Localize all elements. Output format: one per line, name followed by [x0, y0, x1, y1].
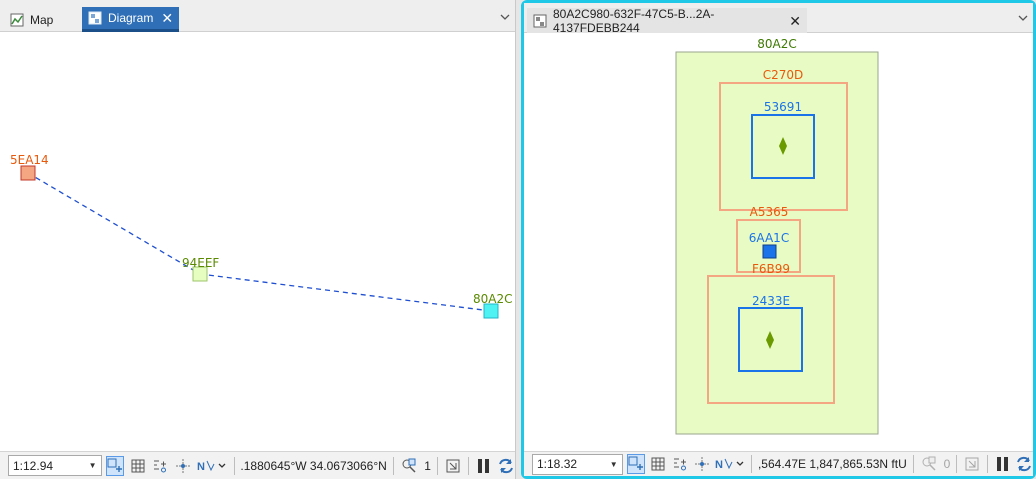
selection-button[interactable] — [400, 456, 419, 476]
tab-diagram-label: Diagram — [108, 11, 154, 25]
separator — [468, 456, 470, 475]
map-icon — [10, 13, 24, 26]
fixed-extent-icon — [446, 459, 460, 472]
node-6aa1c[interactable]: 6AA1C — [749, 231, 789, 259]
grid-button[interactable] — [649, 454, 667, 474]
node-80a2c-label: 80A2C — [473, 292, 513, 306]
tab-diagram[interactable]: Diagram ✕ — [82, 7, 180, 32]
edge-5ea14-94eef[interactable] — [27, 172, 201, 275]
diagram-icon — [533, 14, 547, 27]
chevron-down-icon[interactable] — [498, 10, 512, 24]
right-status-bar: 1:18.32 ▼ — [524, 451, 1033, 476]
navigate-button[interactable] — [626, 454, 645, 474]
container-canvas[interactable]: 80A2C C270D 53691 A5365 6AA1C — [524, 33, 1033, 451]
navigate-button[interactable] — [105, 455, 125, 476]
grid-icon — [131, 459, 145, 472]
constraints-icon — [175, 458, 190, 473]
tab-container-label: 80A2C980-632F-47C5-B...2A-4137FDEBB244 — [553, 6, 715, 35]
node-94eef-label: 94EEF — [182, 256, 219, 270]
separator — [912, 455, 914, 473]
north-arrow-button[interactable]: N — [715, 454, 745, 474]
scale-dropdown[interactable]: 1:12.94 ▼ — [8, 455, 102, 476]
fixed-extent-icon — [965, 457, 979, 471]
container-f6b99-label: F6B99 — [752, 262, 790, 276]
separator — [392, 456, 394, 475]
selection-button[interactable] — [920, 454, 938, 474]
selection-icon — [402, 458, 416, 473]
node-80a2c[interactable]: 80A2C — [473, 292, 513, 319]
refresh-icon — [498, 458, 513, 473]
left-status-bar: 1:12.94 ▼ — [0, 451, 515, 479]
separator — [987, 455, 988, 473]
tab-map-label: Map — [30, 12, 54, 27]
pause-icon[interactable] — [478, 458, 490, 473]
north-arrow-icon: N — [715, 458, 744, 471]
node-5ea14-label: 5EA14 — [10, 153, 49, 167]
fixed-extent-button[interactable] — [444, 456, 463, 476]
chevron-down-icon: ▼ — [88, 461, 97, 470]
diagram-canvas[interactable]: 5EA14 94EEF 80A2C — [0, 33, 515, 451]
separator — [751, 455, 752, 473]
separator — [436, 456, 438, 475]
constraints-button[interactable] — [173, 456, 192, 476]
separator — [956, 455, 958, 473]
scale-dropdown[interactable]: 1:18.32 ▼ — [532, 453, 623, 475]
fixed-extent-button[interactable] — [963, 454, 981, 474]
container-2433e[interactable]: 2433E — [738, 294, 803, 372]
node-94eef[interactable]: 94EEF — [182, 256, 219, 282]
scale-value: 1:12.94 — [13, 458, 54, 473]
diagram-icon — [88, 11, 102, 25]
container-diagram-pane: 80A2C980-632F-47C5-B...2A-4137FDEBB244 ✕… — [521, 0, 1036, 479]
constraints-button[interactable] — [693, 454, 711, 474]
navigate-icon — [628, 456, 643, 470]
snapping-icon — [154, 460, 167, 472]
container-c270d-label: C270D — [763, 68, 804, 82]
container-c270d[interactable]: C270D — [719, 68, 848, 211]
north-arrow-button[interactable]: N — [196, 456, 228, 476]
selected-count: 1 — [424, 458, 431, 473]
selection-icon — [922, 456, 936, 471]
close-icon[interactable]: ✕ — [789, 12, 801, 29]
north-arrow-icon: N — [197, 460, 226, 473]
scale-value: 1:18.32 — [537, 457, 578, 471]
refresh-button[interactable] — [1015, 454, 1033, 474]
edge-94eef-80a2c[interactable] — [199, 273, 492, 312]
container-a5365-label: A5365 — [750, 205, 789, 219]
container-53691[interactable]: 53691 — [751, 100, 815, 179]
container-80a2c-label: 80A2C — [757, 37, 797, 51]
snapping-icon — [673, 458, 686, 471]
grid-button[interactable] — [128, 456, 147, 476]
constraints-icon — [694, 457, 709, 471]
right-tab-bar: 80A2C980-632F-47C5-B...2A-4137FDEBB244 ✕ — [524, 3, 1033, 35]
container-a5365[interactable]: A5365 — [736, 205, 801, 273]
node-6aa1c-label: 6AA1C — [749, 231, 789, 245]
chevron-down-icon: ▼ — [609, 459, 618, 469]
tab-container-diagram[interactable]: 80A2C980-632F-47C5-B...2A-4137FDEBB244 ✕ — [527, 6, 807, 35]
navigate-icon — [107, 458, 122, 472]
svg-text:N: N — [715, 459, 723, 471]
container-53691-label: 53691 — [764, 100, 802, 114]
separator — [233, 456, 235, 475]
chevron-down-icon[interactable] — [1016, 11, 1030, 25]
selected-count: 0 — [943, 457, 951, 471]
snapping-button[interactable] — [151, 456, 170, 476]
refresh-icon — [1017, 456, 1031, 472]
svg-text:N: N — [197, 461, 205, 473]
close-icon[interactable]: ✕ — [161, 10, 174, 26]
grid-icon — [651, 457, 665, 471]
coordinate-readout: .1880645°W 34.0673066°N — [240, 458, 387, 473]
node-5ea14[interactable]: 5EA14 — [10, 153, 49, 181]
tab-map[interactable]: Map — [4, 7, 59, 32]
snapping-button[interactable] — [671, 454, 689, 474]
diagram-pane: Map Diagram ✕ 5EA14 94EEF — [0, 0, 516, 479]
coordinate-readout: ,564.47E 1,847,865.53N ftU — [757, 457, 907, 471]
junction-diamond[interactable] — [779, 137, 787, 155]
refresh-button[interactable] — [496, 456, 515, 476]
left-tab-bar: Map Diagram ✕ — [0, 0, 515, 32]
container-2433e-label: 2433E — [752, 294, 790, 308]
junction-diamond[interactable] — [766, 331, 774, 349]
container-f6b99[interactable]: F6B99 — [707, 262, 835, 404]
pause-icon[interactable] — [996, 457, 1008, 471]
